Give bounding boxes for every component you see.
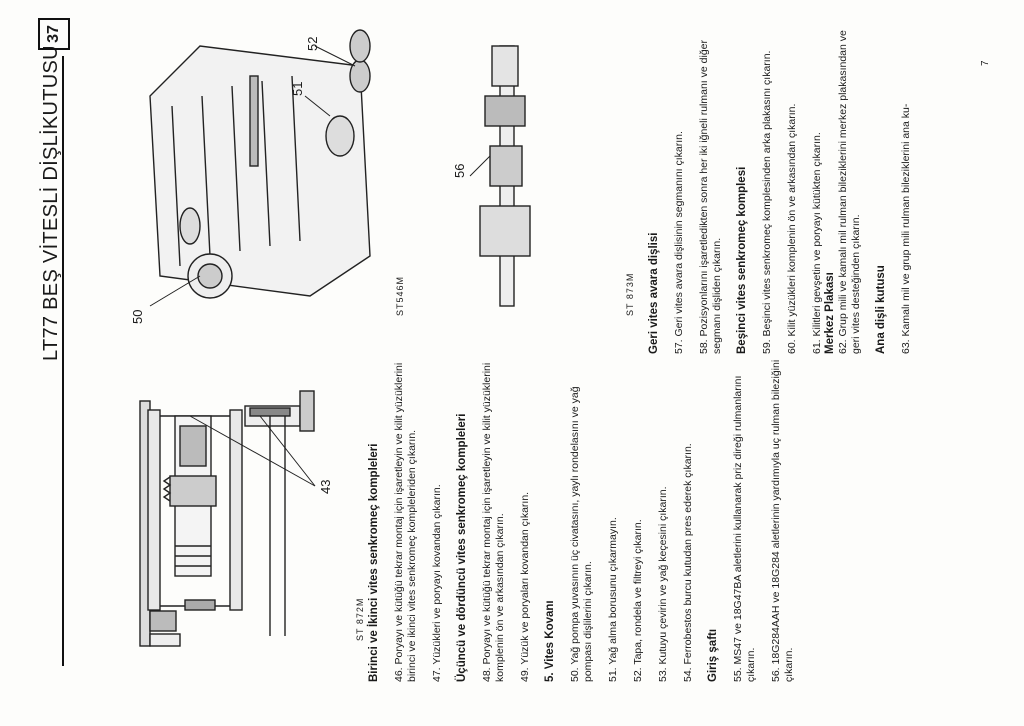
section-heading: Ana dişli kutusu (875, 265, 887, 354)
procedure-step-49: 49. Yüzük ve poryaları kovandan çıkarın. (519, 491, 531, 682)
procedure-step-52: 52. Tapa, rondela ve filtreyi çıkarın. (632, 519, 644, 682)
procedure-step-55: 55. MS47 ve 18G47BA aletlerini kullanara… (732, 375, 757, 682)
procedure-step-48: 48. Poryayı ve kütüğü tekrar montaj için… (481, 362, 506, 682)
press-tool-illustration (139, 390, 316, 647)
section-heading: Beşinci vites senkromeç komplesi (736, 166, 748, 354)
gearbox-housing-illustration (149, 29, 371, 307)
procedure-step-58: 58. Pozisyonlarını işaretledikten sonra … (698, 40, 723, 354)
section-heading: Birinci ve İkinci vites senkromeç komple… (368, 443, 380, 682)
procedure-step-60: 60. Kilit yüzükleri komplenin ön ve arka… (786, 103, 798, 354)
figure-st546m: 50 51 52 (90, 16, 390, 336)
callout-56: 56 (452, 163, 467, 178)
figure-st872m: 43 (80, 386, 350, 666)
procedure-step-50: 50. Yağ pompa yuvasının üç civatasını, y… (569, 386, 594, 682)
figure-caption-st872m: ST 872M (355, 597, 365, 641)
page-number-box: 37 (38, 18, 70, 50)
callout-line (259, 415, 316, 487)
callout-51: 51 (290, 81, 305, 96)
figure-caption-st873m: ST 873M (625, 272, 635, 316)
procedure-step-63: 63. Kamalı mil ve grup mili rulman bilez… (900, 103, 912, 354)
section-heading: Üçüncü ve dördüncü vites senkromeç kompl… (456, 413, 468, 682)
text-column-right: Geri vites avara dişlisi 57. Geri vites … (648, 19, 925, 354)
procedure-step-53: 53. Kutuyu çevirin ve yağ keçesini çıkar… (657, 486, 669, 682)
subsection-heading: Merkez Plakası (824, 272, 836, 354)
page-mark: 7 (980, 60, 991, 66)
shaft-puller-illustration (469, 45, 531, 307)
page-title: LT77 BEŞ VİTESLİ DİŞLİKUTUSU (40, 45, 62, 361)
callout-50: 50 (130, 309, 145, 324)
section-heading: Geri vites avara dişlisi (648, 232, 660, 354)
procedure-step-46: 46. Poryayı ve kütüğü tekrar montaj için… (393, 362, 418, 682)
procedure-step-61: 61. Kilitleri gevşetin ve poryayı kütükt… (811, 132, 823, 354)
procedure-step-51: 51. Yağ alma borusunu çıkarmayın. (607, 517, 619, 682)
procedure-step-59: 59. Beşinci vites senkromeç komplesinden… (761, 50, 773, 354)
procedure-step-57: 57. Geri vites avara dişlisinin segmanın… (673, 131, 685, 354)
callout-43: 43 (318, 479, 333, 494)
procedure-step-56: 56. 18G284AAH ve 18G284 aletlerinin yard… (770, 359, 795, 682)
procedure-step-54: 54. Ferrobestos burcu kutudan pres edere… (682, 443, 694, 682)
section-heading: 5. Vites Kovanı (544, 600, 556, 682)
figure-caption-st546m: ST546M (395, 275, 405, 316)
figure-st873m: 56 (430, 26, 620, 326)
procedure-step-47: 47. Yüzükleri ve poryayı kovandan çıkarı… (431, 484, 443, 682)
text-column-left: Birinci ve İkinci vites senkromeç komple… (368, 352, 808, 682)
callout-52: 52 (305, 36, 320, 51)
section-heading: Giriş şaftı (707, 628, 719, 682)
procedure-step-62: 62. Grup mili ve kamalı mil rulman bilez… (837, 30, 862, 354)
